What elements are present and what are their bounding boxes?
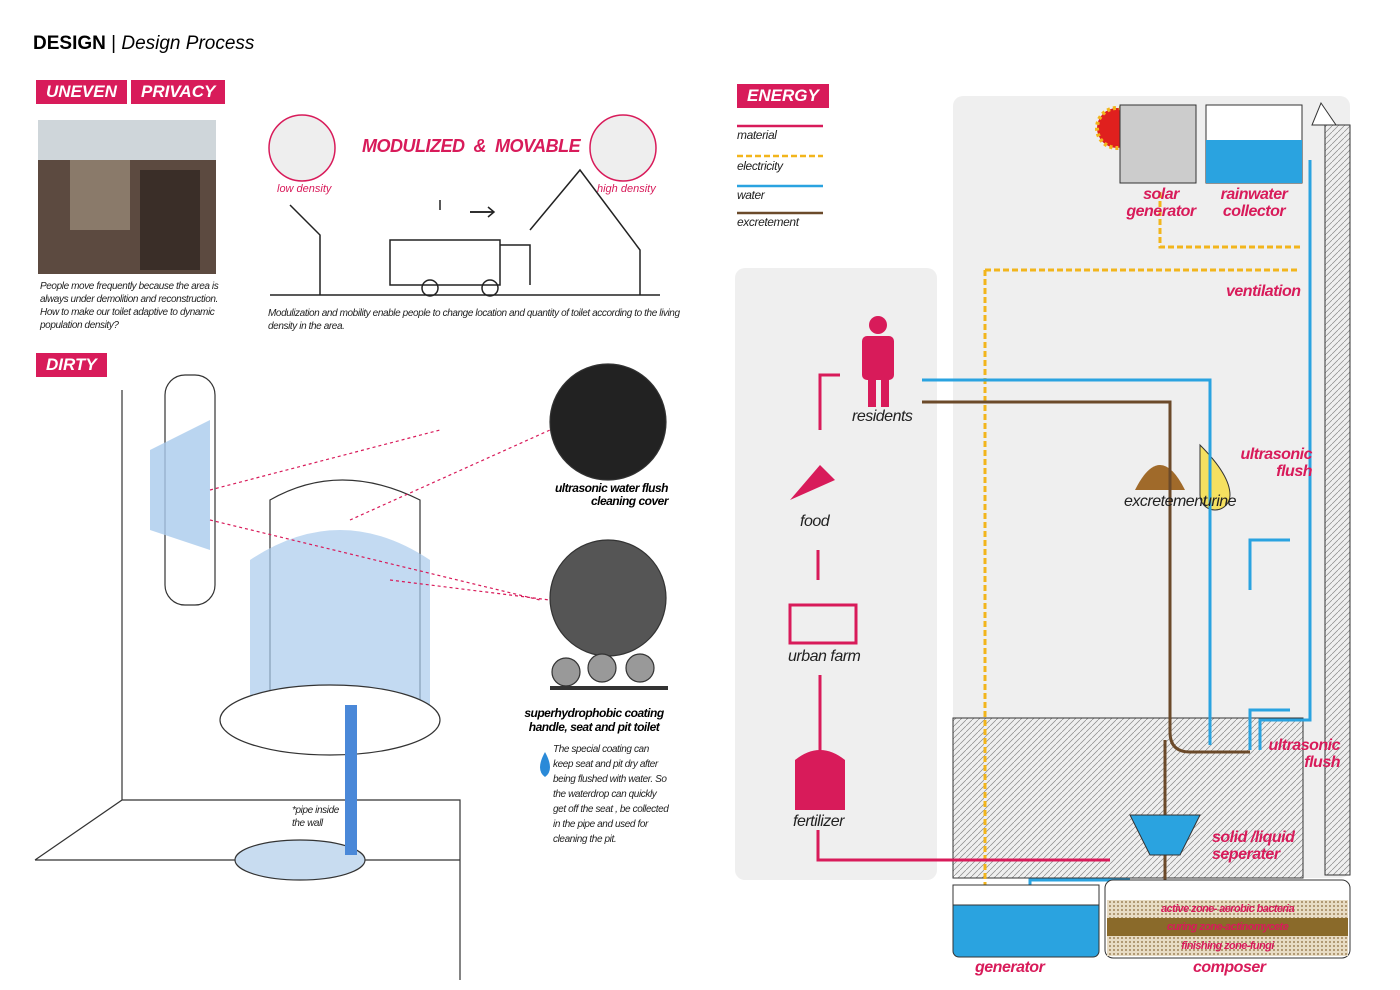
urine-label: urine <box>1203 493 1237 510</box>
rainwater-label: rainwater collector <box>1220 186 1288 220</box>
modulized-title: MODULIZED & MOVABLE <box>362 136 581 156</box>
legend-electricity: electricity <box>737 159 783 173</box>
ventilation-label: ventilation <box>1226 283 1301 300</box>
pipe-note: *pipe inside the wall <box>292 805 339 829</box>
ultrasonic-cover-label: ultrasonic water flush cleaning cover <box>554 481 669 508</box>
legend-material: material <box>737 128 777 142</box>
uneven-caption: People move frequently because the area … <box>40 281 219 331</box>
tag-uneven: UNEVEN <box>36 80 127 104</box>
urine-icon <box>1199 443 1231 511</box>
excretement-label: excretement <box>1124 493 1207 510</box>
page-header: DESIGN | Design Process <box>33 33 254 55</box>
fertilizer-label: fertilizer <box>793 813 845 830</box>
legend-water: water <box>737 188 765 202</box>
toilet-illustration <box>34 363 668 980</box>
header-subtitle: Design Process <box>121 33 255 54</box>
ultrasonic-flush-top-label: ultrasonic flush <box>1240 446 1313 480</box>
pit-wall <box>952 717 1304 879</box>
zone-finishing: finishing zone-fungi <box>1181 940 1274 952</box>
separator-label: solid /liquid seperater <box>1212 829 1295 863</box>
modulized-caption: Modulization and mobility enable people … <box>268 308 680 332</box>
residents-label: residents <box>852 408 913 425</box>
zone-curing: curing zone-actinomycete <box>1166 921 1289 933</box>
legend-lines <box>737 124 823 215</box>
header-title: DESIGN <box>33 33 106 54</box>
coating-caption: The special coating can keep seat and pi… <box>553 744 669 845</box>
ultrasonic-flush-bottom-label: ultrasonic flush <box>1268 737 1341 771</box>
solar-label: solar generator <box>1126 186 1196 220</box>
zone-active: active zone- aerobic bacteria <box>1161 903 1295 915</box>
city-sketch <box>268 114 660 297</box>
low-density-label: low density <box>277 183 332 195</box>
high-density-label: high density <box>597 183 656 195</box>
poop-icon <box>1135 465 1185 490</box>
tag-energy: ENERGY <box>737 84 829 108</box>
coating-label: superhydrophobic coating handle, seat an… <box>524 706 664 734</box>
food-label: food <box>800 513 830 530</box>
tag-privacy: PRIVACY <box>131 80 226 104</box>
generator-label: generator <box>975 959 1045 976</box>
legend-excretement: excretement <box>737 215 799 229</box>
urban-farm-label: urban farm <box>788 648 861 665</box>
header-separator: | <box>111 33 117 54</box>
composer-label: composer <box>1193 959 1266 976</box>
tag-dirty: DIRTY <box>36 353 107 377</box>
cycle-panel <box>735 268 937 880</box>
